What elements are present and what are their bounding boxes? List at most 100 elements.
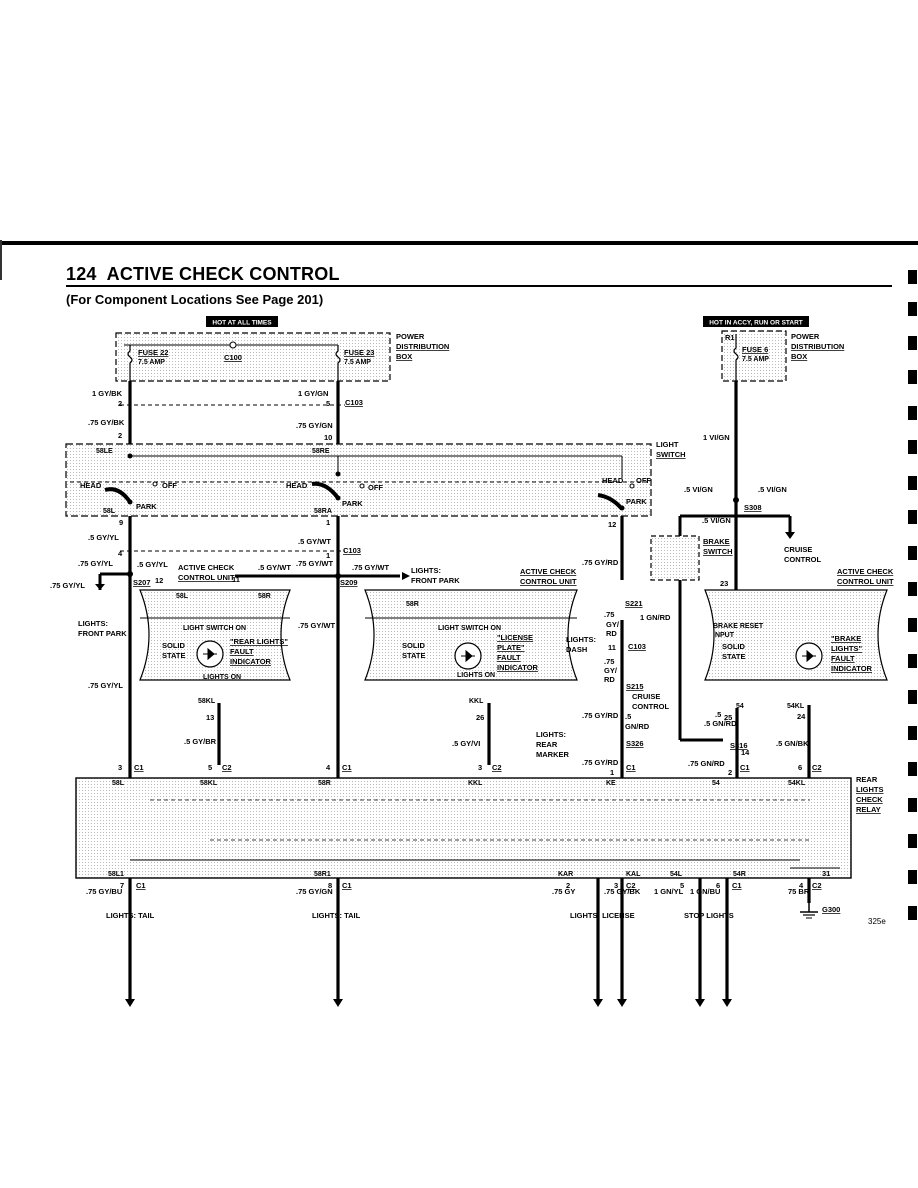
svg-text:4: 4 [118,549,123,558]
svg-text:58KL: 58KL [200,780,218,787]
c1-label-6: C1 [342,881,352,890]
svg-text:12: 12 [608,520,616,529]
svg-text:HEAD: HEAD [80,481,102,490]
c1-label-2: C1 [342,763,352,772]
c1-label-3: C1 [626,763,636,772]
svg-text:11: 11 [608,643,616,652]
wire-1gygn: 1 GY/GN [298,389,328,398]
title-rule [66,285,892,287]
page-tab-mark [908,270,917,284]
wire-5-b: .5 [715,710,721,719]
wire-75gygn: .75 GY/GN [296,421,333,430]
svg-text:PARK: PARK [626,497,647,506]
svg-text:58R: 58R [318,780,331,787]
svg-text:KE: KE [606,780,616,787]
svg-text:54R: 54R [733,871,746,878]
acu-labels: ACTIVE CHECK CONTROL UNIT ACTIVE CHECK C… [178,563,894,586]
c1-label-7: C1 [732,881,742,890]
page-tab-mark [908,726,917,740]
switch-labels: LIGHT SWITCH HEAD OFF PARK HEAD OFF PARK… [80,440,733,556]
c2-label-2: C2 [492,763,502,772]
wire-labels: 1 GY/BK 1 GY/GN .75 GY/BK .75 GY/GN 1 VI… [50,389,810,896]
svg-text:1: 1 [326,551,330,560]
wire-5gnrd: .5 GN/RD [704,719,737,728]
wire-75gybk-b: .75 GY/BK [604,887,641,896]
wire-5vign-a: .5 VI/GN [684,485,713,494]
svg-text:BRAKE RESET: BRAKE RESET [713,623,764,630]
svg-text:LIGHTS ON: LIGHTS ON [203,674,241,681]
svg-text:HEAD: HEAD [286,481,308,490]
page-tab-mark [908,440,917,454]
svg-text:CRUISE: CRUISE [784,545,812,554]
svg-text:INPUT: INPUT [713,632,735,639]
s316-label: S316 [730,741,748,750]
page-tab-marks [905,240,918,940]
module3-labels: BRAKE RESET INPUT SOLID STATE "BRAKE LIG… [713,623,873,673]
svg-text:REAR: REAR [536,740,558,749]
c2-label-5: C2 [812,881,822,890]
svg-text:MARKER: MARKER [536,750,569,759]
svg-text:STATE: STATE [722,652,745,661]
svg-text:6: 6 [798,763,802,772]
svg-text:2: 2 [118,431,122,440]
wire-75gygn-b: .75 GY/GN [296,887,333,896]
svg-text:31: 31 [822,869,830,878]
svg-text:LIGHTS: LIGHTS [856,785,884,794]
svg-text:54L: 54L [670,871,683,878]
svg-text:CHECK: CHECK [856,795,883,804]
wire-75gyrd-b: .75 GY/RD [582,711,619,720]
wire-75-b: .75 [604,657,614,666]
s308-label: S308 [744,503,762,512]
c2-label-3: C2 [812,763,822,772]
brake-switch-label-1: BRAKE [703,537,730,546]
wire-1gybk: 1 GY/BK [92,389,123,398]
wire-75gy: .75 GY [552,887,575,896]
fuse23-label: FUSE 23 [344,348,374,357]
c2-label-4: C2 [626,881,636,890]
load-labels: LIGHTS: FRONT PARK LIGHTS: FRONT PARK LI… [78,545,821,920]
page-tab-mark [908,510,917,524]
svg-text:5: 5 [326,399,330,408]
svg-text:LIGHTS:: LIGHTS: [566,635,596,644]
svg-text:2: 2 [118,399,122,408]
svg-text:SOLID: SOLID [722,642,746,651]
light-switch-label-2: SWITCH [656,450,686,459]
page-tab-mark [908,690,917,704]
svg-text:LIGHTS:: LIGHTS: [536,730,566,739]
wire-75gywt: .75 GY/WT [296,559,334,568]
svg-text:58L: 58L [176,593,189,600]
svg-text:DASH: DASH [566,645,587,654]
svg-text:OFF: OFF [162,481,177,490]
wire-75gywt-c: .75 GY/WT [298,621,336,630]
wire-75gyyl-b: .75 GY/YL [50,581,85,590]
wire-5gyyl-b: .5 GY/YL [137,560,168,569]
fuse6-symbol [733,334,739,382]
svg-text:STATE: STATE [402,651,425,660]
svg-text:13: 13 [206,713,214,722]
page-subtitle: (For Component Locations See Page 201) [66,292,324,307]
svg-text:1: 1 [610,768,614,777]
svg-text:58L1: 58L1 [108,871,124,878]
svg-text:54: 54 [736,703,744,710]
page-title-text: ACTIVE CHECK CONTROL [106,264,340,284]
svg-text:PARK: PARK [342,499,363,508]
switch-arm-left [104,487,132,504]
svg-text:LIGHTS:: LIGHTS: [78,619,108,628]
svg-text:58R1: 58R1 [314,871,331,878]
svg-text:LIGHTS ON: LIGHTS ON [457,672,495,679]
svg-text:58R: 58R [406,601,419,608]
c2-label-1: C2 [222,763,232,772]
wire-75gnrd: .75 GN/RD [688,759,725,768]
page-tab-mark [908,546,917,560]
rd-1: RD [606,629,617,638]
page-tab-mark [908,834,917,848]
wire-75gyyl-a: .75 GY/YL [78,559,113,568]
hot-label-left-box [206,316,278,327]
wire-1gnrd: 1 GN/RD [640,613,671,622]
svg-text:FAULT: FAULT [831,654,855,663]
c1-label-4: C1 [740,763,750,772]
svg-text:KKL: KKL [469,698,484,705]
power-box-right-label-3: BOX [791,352,807,361]
c103-label-a: C103 [345,398,363,407]
